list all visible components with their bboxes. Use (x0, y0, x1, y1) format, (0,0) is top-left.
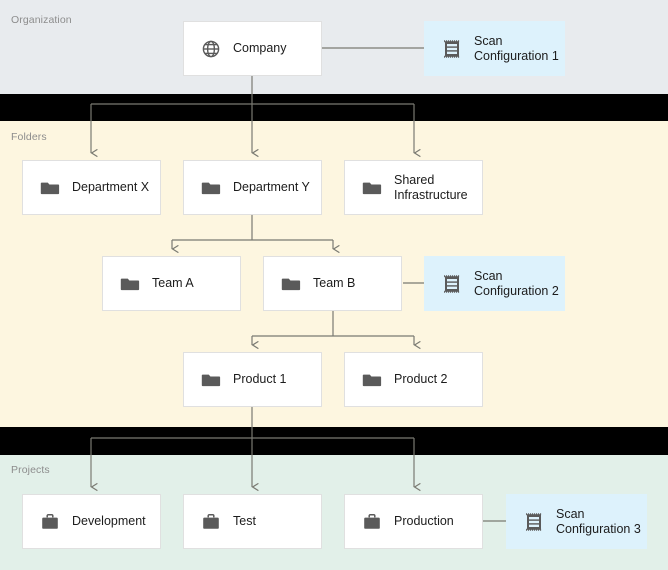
node-scan-configuration-2[interactable]: Scan Configuration 2 (424, 256, 565, 311)
node-department-x[interactable]: Department X (22, 160, 161, 215)
node-scan-configuration-1[interactable]: Scan Configuration 1 (424, 21, 565, 76)
node-department-y[interactable]: Department Y (183, 160, 322, 215)
node-label: Test (233, 514, 256, 529)
node-label: Development (72, 514, 146, 529)
folder-icon (362, 178, 382, 198)
node-company[interactable]: Company (183, 21, 322, 76)
node-label: Company (233, 41, 287, 56)
node-label: Department Y (233, 180, 310, 195)
briefcase-icon (40, 512, 60, 532)
band-organization (0, 0, 668, 94)
node-label: Product 2 (394, 372, 448, 387)
folder-icon (201, 178, 221, 198)
receipt-icon (524, 512, 544, 532)
node-team-a[interactable]: Team A (102, 256, 241, 311)
node-label: Production (394, 514, 454, 529)
band-label-organization: Organization (11, 14, 72, 26)
band-label-folders: Folders (11, 131, 47, 143)
folder-icon (201, 370, 221, 390)
node-product-2[interactable]: Product 2 (344, 352, 483, 407)
node-label: Team A (152, 276, 194, 291)
node-production[interactable]: Production (344, 494, 483, 549)
node-scan-configuration-3[interactable]: Scan Configuration 3 (506, 494, 647, 549)
briefcase-icon (362, 512, 382, 532)
node-label: Scan Configuration 1 (474, 34, 559, 63)
globe-icon (201, 39, 221, 59)
node-label: Department X (72, 180, 150, 195)
band-label-projects: Projects (11, 464, 50, 476)
folder-icon (40, 178, 60, 198)
receipt-icon (442, 39, 462, 59)
node-team-b[interactable]: Team B (263, 256, 402, 311)
node-test[interactable]: Test (183, 494, 322, 549)
node-label: Scan Configuration 3 (556, 507, 641, 536)
receipt-icon (442, 274, 462, 294)
folder-icon (120, 274, 140, 294)
folder-icon (362, 370, 382, 390)
node-development[interactable]: Development (22, 494, 161, 549)
node-label: Product 1 (233, 372, 287, 387)
folder-icon (281, 274, 301, 294)
node-product-1[interactable]: Product 1 (183, 352, 322, 407)
briefcase-icon (201, 512, 221, 532)
node-shared-infrastructure[interactable]: Shared Infrastructure (344, 160, 483, 215)
node-label: Scan Configuration 2 (474, 269, 559, 298)
node-label: Team B (313, 276, 356, 291)
node-label: Shared Infrastructure (394, 173, 468, 202)
